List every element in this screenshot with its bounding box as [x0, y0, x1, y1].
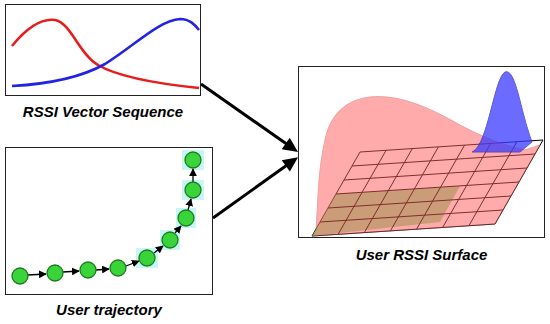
- connector-line: [213, 165, 287, 218]
- arrow-head: [282, 157, 298, 171]
- red-curve: [12, 20, 199, 88]
- blue-curve: [12, 19, 199, 86]
- blue-surface: [472, 72, 532, 152]
- panel-frame: [5, 4, 201, 96]
- rssi-surface: [312, 72, 543, 236]
- highlight: [136, 150, 204, 268]
- flow-arrow: [213, 157, 298, 218]
- panel: User trajectory: [5, 147, 213, 318]
- panel: User RSSI Surface: [298, 66, 545, 263]
- panel-caption: RSSI Vector Sequence: [5, 103, 201, 120]
- panel-caption: User RSSI Surface: [298, 246, 545, 263]
- panel: RSSI Vector Sequence: [5, 4, 201, 120]
- rssi-curves: [12, 19, 199, 88]
- connector-line: [201, 84, 287, 145]
- arrow-head: [282, 138, 298, 152]
- panel-caption: User trajectory: [5, 301, 213, 318]
- step-arrows: [28, 169, 193, 275]
- trajectory: [12, 150, 204, 284]
- panel-frame: [298, 66, 545, 238]
- panel-frame: [5, 147, 213, 295]
- position-dots: [12, 152, 201, 284]
- flow-arrow: [201, 84, 298, 152]
